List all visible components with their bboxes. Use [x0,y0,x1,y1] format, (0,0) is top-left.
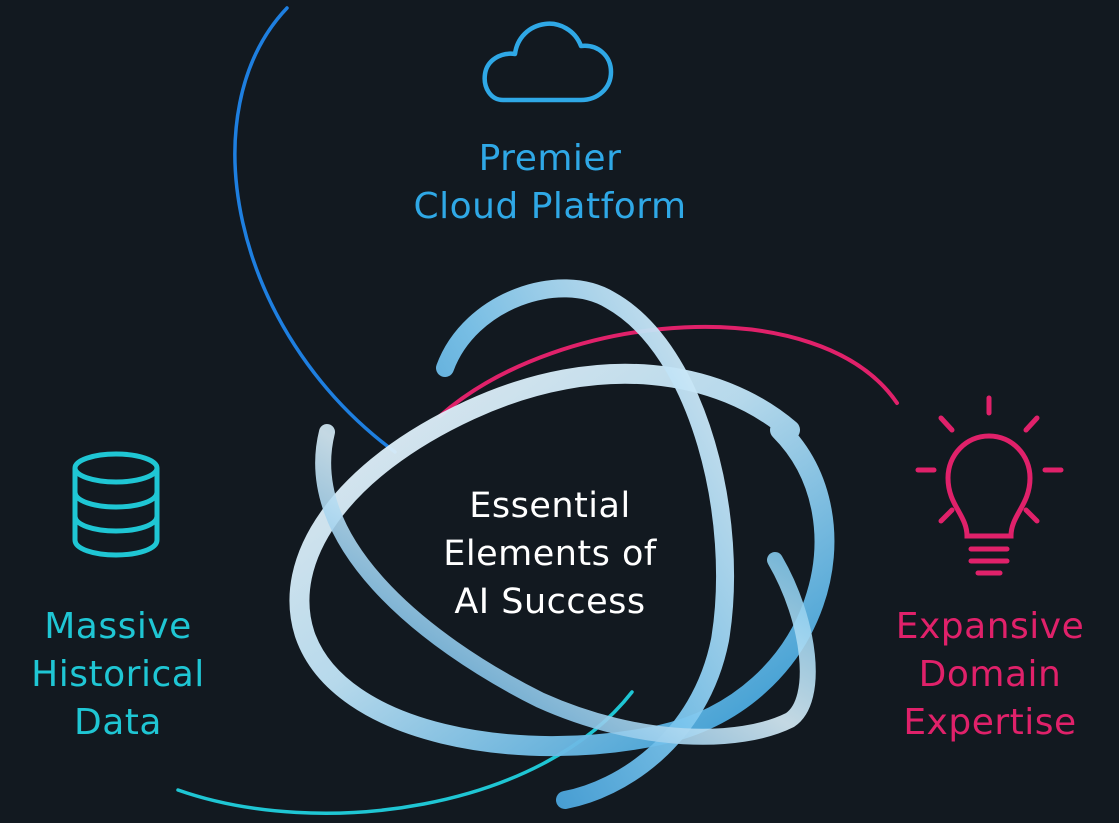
center-title-line-2: Elements of [443,534,657,574]
data-label-line-1: Massive [44,606,192,647]
cloud-icon [482,21,614,103]
domain-expertise-label: Expansive Domain Expertise [870,603,1110,747]
cloud-label-line-2: Cloud Platform [413,186,687,227]
ring-2 [436,279,734,809]
database-icon [72,451,160,558]
data-label-line-2: Historical [31,654,205,695]
center-title: Essential Elements of AI Success [405,482,695,626]
historical-data-label: Massive Historical Data [0,603,236,747]
cloud-label-line-1: Premier [478,138,622,179]
lightbulb-icon [915,395,1064,576]
expertise-label-line-1: Expansive [895,606,1085,647]
cloud-orbit-line [233,6,397,454]
expertise-label-line-3: Expertise [903,702,1077,743]
expertise-orbit-line [438,324,899,418]
data-label-line-3: Data [74,702,162,743]
center-title-line-3: AI Success [454,582,646,622]
expertise-label-line-2: Domain [918,654,1062,695]
center-title-line-1: Essential [469,486,631,526]
cloud-platform-label: Premier Cloud Platform [360,135,740,231]
ring-1 [289,363,835,757]
ring-3 [315,424,816,745]
